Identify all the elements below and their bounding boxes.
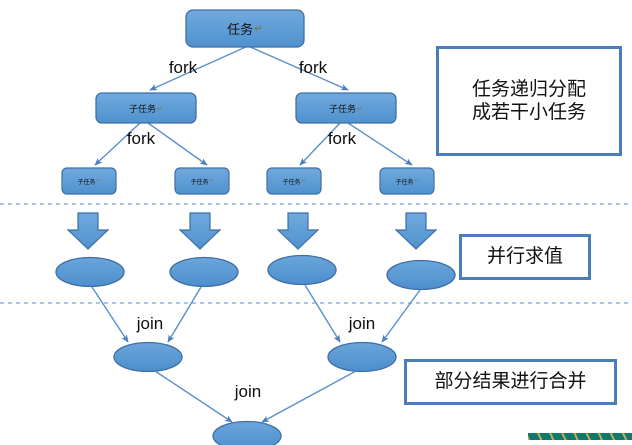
node-level1-0: [95, 92, 197, 124]
ellipse-parallel-1: [169, 256, 239, 288]
ellipse-parallel-0: [55, 256, 125, 288]
node-level1-1: [295, 92, 397, 124]
callout-parallel-description: 并行求值: [459, 234, 591, 280]
ellipse-parallel-3: [386, 259, 456, 291]
fork-edge-l1b-left: [299, 122, 341, 166]
join-edge-final-right: [261, 370, 357, 423]
node-level2-3: [379, 167, 435, 195]
fork-edge-root-right: [247, 45, 349, 91]
join-edge-final-left: [154, 370, 233, 423]
join-connectors-final: [154, 370, 357, 423]
join-edge-0: [91, 286, 129, 343]
down-arrow-0: [66, 212, 110, 250]
down-arrows: [66, 212, 438, 250]
callout-parallel-text: 并行求值: [486, 245, 563, 268]
callout-merge-description: 部分结果进行合并: [404, 359, 617, 405]
ellipse-merge-0: [113, 341, 183, 373]
down-arrow-3: [394, 212, 438, 250]
callout-merge-text: 部分结果进行合并: [434, 370, 587, 393]
ellipse-final: [212, 420, 282, 445]
join-connectors-level1: [91, 284, 421, 343]
fork-connectors: [94, 45, 413, 166]
down-arrow-2: [276, 212, 320, 250]
node-root: [185, 9, 305, 48]
down-arrow-1: [178, 212, 222, 250]
fork-edge-root-left: [149, 45, 249, 91]
fork-edge-l1b-right: [347, 122, 413, 166]
fork-edge-l1a-right: [147, 122, 208, 166]
decorative-striped-bar: [528, 433, 632, 440]
join-edge-3: [381, 289, 421, 343]
callout-fork-description: 任务递归分配 成若干小任务: [436, 46, 622, 156]
join-edge-1: [167, 286, 202, 343]
node-level2-0: [61, 167, 117, 195]
callout-fork-text: 任务递归分配 成若干小任务: [471, 77, 586, 123]
ellipse-merge-1: [327, 341, 397, 373]
node-level2-2: [266, 167, 322, 195]
join-edge-2: [304, 284, 341, 343]
ellipse-parallel-2: [267, 254, 337, 286]
fork-edge-l1a-left: [94, 122, 141, 166]
node-level2-1: [174, 167, 230, 195]
